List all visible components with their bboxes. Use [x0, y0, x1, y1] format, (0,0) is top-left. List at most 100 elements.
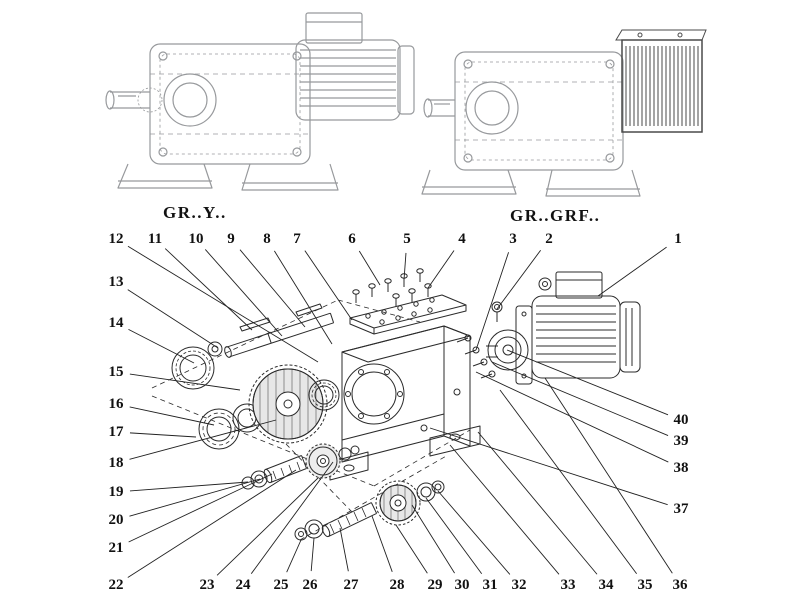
- part-number-23: 23: [200, 577, 215, 593]
- leader-line-28: [371, 515, 393, 572]
- motor-gr-y: [295, 39, 415, 121]
- leader-line-24: [250, 461, 334, 574]
- leader-line-22: [127, 469, 297, 578]
- part-number-38: 38: [674, 460, 689, 476]
- leader-line-17: [129, 432, 197, 438]
- leader-line-40: [506, 349, 669, 416]
- leader-line-37: [429, 427, 668, 506]
- eye-bolt: [491, 301, 503, 322]
- leader-line-8: [273, 250, 333, 345]
- motor-terminal-box-gr-y: [305, 12, 363, 44]
- part-number-11: 11: [148, 231, 162, 247]
- top-cover: [349, 294, 467, 335]
- part-number-39: 39: [674, 433, 689, 449]
- leader-line-9: [239, 249, 306, 328]
- part-number-25: 25: [274, 577, 289, 593]
- output-shaft-gr-grf: [423, 98, 455, 118]
- leader-line-4: [427, 250, 455, 289]
- part-number-4: 4: [458, 231, 466, 247]
- variant-label-gr-grf: GR..GRF..: [510, 206, 601, 225]
- part-number-2: 2: [545, 231, 553, 247]
- motor-lifting-eye: [538, 277, 552, 291]
- leader-line-5: [403, 252, 407, 281]
- variant-label-gr-y: GR..Y..: [163, 203, 227, 222]
- coupling-flange: [486, 329, 529, 371]
- motor-mounting-bolts: [456, 334, 496, 379]
- leader-line-12: [127, 245, 319, 363]
- part-number-31: 31: [483, 577, 498, 593]
- intermediate-shaft-assembly: [241, 443, 360, 490]
- part-number-37: 37: [674, 501, 690, 517]
- part-number-35: 35: [638, 577, 653, 593]
- part-number-14: 14: [109, 315, 125, 331]
- shaft-key-2: [295, 303, 323, 317]
- leader-line-6: [358, 250, 381, 286]
- output-gear-shaft-assembly: [294, 480, 445, 541]
- large-helical-gear: [248, 364, 328, 444]
- part-number-1: 1: [674, 231, 682, 247]
- part-number-32: 32: [512, 577, 527, 593]
- leader-line-3: [475, 252, 509, 351]
- leader-line-10: [204, 249, 283, 337]
- gear-housing-gr-grf: [454, 51, 624, 171]
- shaft-key-1: [239, 317, 271, 332]
- leader-line-15: [129, 373, 241, 391]
- leader-line-16: [129, 406, 215, 426]
- mounting-feet-gr-y: [117, 163, 339, 191]
- part-number-22: 22: [109, 577, 124, 593]
- leader-line-36: [544, 377, 673, 574]
- leader-line-31: [425, 497, 483, 574]
- part-number-8: 8: [263, 231, 271, 247]
- leader-line-20: [129, 478, 261, 517]
- part-number-20: 20: [109, 512, 124, 528]
- part-number-16: 16: [109, 396, 125, 412]
- leader-line-25: [286, 539, 302, 573]
- leader-line-13: [127, 289, 219, 349]
- part-number-6: 6: [348, 231, 356, 247]
- part-number-19: 19: [109, 484, 124, 500]
- leader-line-7: [304, 250, 353, 321]
- leader-line-33: [449, 444, 560, 575]
- part-number-40: 40: [674, 412, 689, 428]
- leader-line-38: [475, 371, 669, 463]
- leader-line-23: [216, 477, 319, 576]
- part-number-33: 33: [561, 577, 576, 593]
- housing: [329, 325, 481, 481]
- part-number-28: 28: [390, 577, 405, 593]
- part-number-7: 7: [293, 231, 301, 247]
- part-number-34: 34: [599, 577, 615, 593]
- part-number-26: 26: [303, 577, 319, 593]
- part-number-18: 18: [109, 455, 124, 471]
- leader-line-29: [395, 524, 428, 574]
- part-number-36: 36: [673, 577, 689, 593]
- motor: [515, 271, 641, 385]
- part-number-15: 15: [109, 364, 124, 380]
- oil-seal: [171, 341, 223, 390]
- leader-line-2: [496, 249, 542, 310]
- finned-cover-grf: [615, 29, 707, 133]
- part-number-29: 29: [428, 577, 443, 593]
- part-number-24: 24: [236, 577, 252, 593]
- leader-line-34: [477, 431, 598, 575]
- leader-line-21: [128, 473, 273, 543]
- part-number-10: 10: [189, 231, 204, 247]
- part-number-12: 12: [109, 231, 124, 247]
- part-number-3: 3: [509, 231, 517, 247]
- leader-line-11: [164, 248, 253, 331]
- leader-line-30: [411, 504, 455, 574]
- assembled-unit-gr-y: [105, 12, 415, 191]
- part-number-13: 13: [109, 274, 124, 290]
- exploded-view: [151, 268, 641, 541]
- cover-bolts: [352, 268, 432, 307]
- gear-housing-gr-y: [149, 43, 311, 165]
- part-number-9: 9: [227, 231, 235, 247]
- leader-line-26: [310, 537, 315, 572]
- part-number-5: 5: [403, 231, 411, 247]
- leader-line-39: [491, 361, 669, 437]
- part-number-30: 30: [455, 577, 470, 593]
- leader-line-1: [597, 246, 667, 297]
- leader-line-18: [129, 419, 277, 460]
